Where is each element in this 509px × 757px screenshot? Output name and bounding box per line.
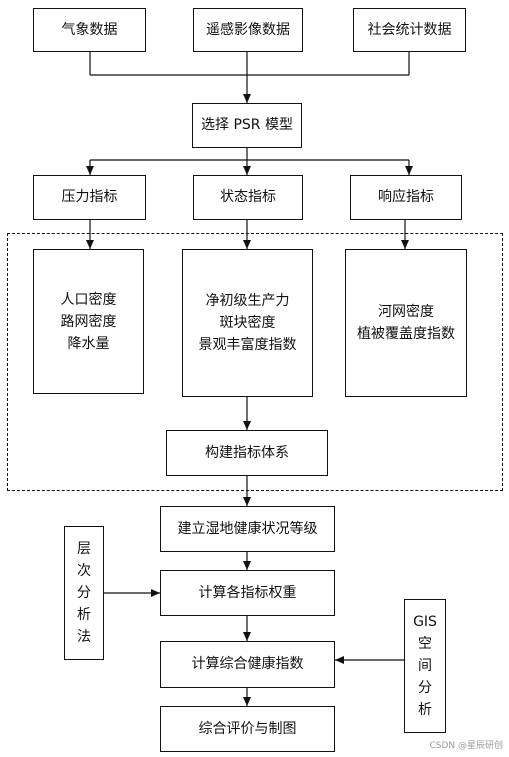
indicator-item: 景观丰富度指数 (198, 337, 297, 353)
health-grade-box: 建立湿地健康状况等级 (160, 506, 335, 552)
gis-char: 析 (418, 702, 432, 718)
gis-method-box: GIS 空 间 分 析 (404, 599, 446, 733)
gis-char: 分 (418, 680, 432, 696)
input-socioeconomic-data: 社会统计数据 (353, 8, 466, 52)
indicator-item: 植被覆盖度指数 (357, 326, 455, 342)
indicator-group-frame (7, 233, 503, 491)
gis-char: GIS (413, 614, 437, 630)
ahp-char: 次 (77, 563, 91, 579)
response-category: 响应指标 (350, 175, 462, 220)
state-category: 状态指标 (193, 175, 303, 220)
ahp-char: 析 (77, 607, 91, 623)
indicator-item: 降水量 (67, 335, 110, 352)
psr-model-box: 选择 PSR 模型 (192, 103, 302, 148)
pressure-category: 压力指标 (33, 175, 146, 220)
input-remote-sensing-data: 遥感影像数据 (193, 8, 303, 52)
ahp-method-box: 层 次 分 析 法 (64, 526, 104, 660)
ahp-char: 分 (77, 585, 91, 601)
watermark: CSDN @星辰研创 (429, 741, 503, 751)
gis-char: 间 (418, 658, 432, 674)
indicator-item: 人口密度 (60, 291, 117, 308)
indicator-item: 路网密度 (60, 313, 117, 330)
gis-char: 空 (418, 636, 432, 652)
ahp-char: 层 (77, 541, 91, 557)
response-indicators-box: 河网密度 植被覆盖度指数 (345, 249, 467, 397)
pressure-indicators-box: 人口密度 路网密度 降水量 (33, 249, 144, 394)
indicator-item: 河网密度 (378, 304, 434, 320)
state-indicators-box: 净初级生产力 斑块密度 景观丰富度指数 (182, 249, 313, 397)
input-meteorological-data: 气象数据 (33, 8, 146, 52)
indicator-item: 斑块密度 (219, 315, 276, 331)
ahp-char: 法 (77, 629, 91, 645)
indicator-weights-box: 计算各指标权重 (160, 570, 335, 616)
evaluation-mapping-box: 综合评价与制图 (160, 706, 335, 752)
indicator-item: 净初级生产力 (205, 293, 290, 309)
build-indicator-system-box: 构建指标体系 (166, 430, 328, 476)
health-index-box: 计算综合健康指数 (160, 641, 335, 688)
